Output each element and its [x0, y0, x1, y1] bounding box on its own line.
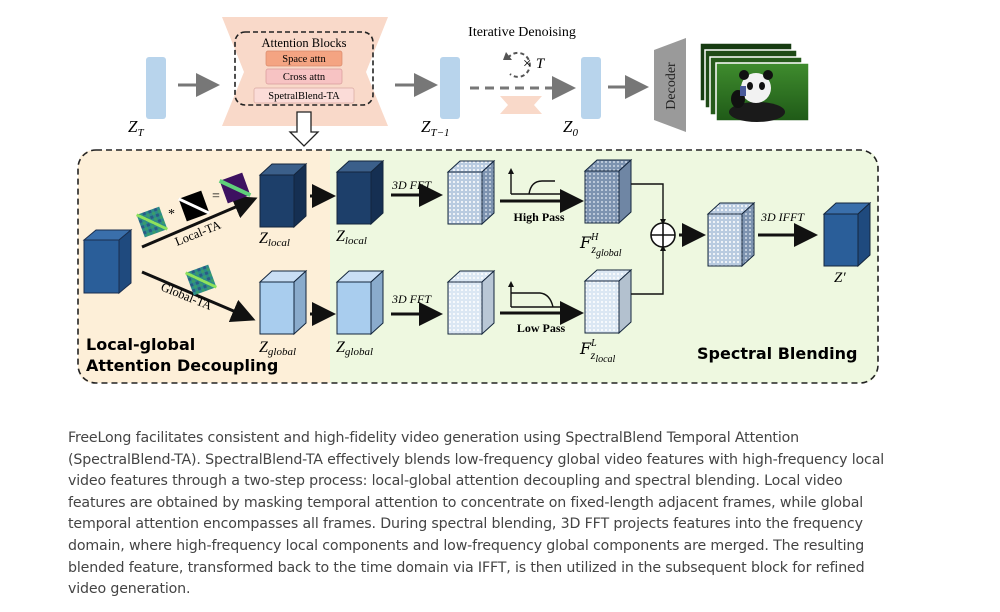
sum-operator-icon [650, 222, 676, 248]
z-local-cube-right [335, 159, 385, 226]
loop-arrowhead [503, 52, 512, 60]
left-panel-title-line1: Local-global [86, 335, 195, 354]
latent-zt-bar [146, 57, 166, 119]
z-local-cube [258, 162, 308, 229]
zt-label: ZT [128, 117, 144, 139]
mask-icon [177, 190, 211, 222]
local-ta-arrow [141, 196, 258, 249]
low-freq-cube [583, 268, 633, 335]
frequency-cube-bottom [446, 269, 496, 336]
z-global-label-right: Zglobal [336, 339, 373, 358]
spectralblend-ta-block [253, 87, 355, 104]
left-panel-title-line2: Attention Decoupling [86, 356, 278, 375]
cross-attn-label: Cross attn [283, 72, 326, 83]
global-attention-map-icon [184, 264, 218, 296]
latent-z0-bar [581, 57, 601, 119]
frequency-cube-top [446, 159, 496, 226]
decoder-label: Decoder [664, 62, 679, 110]
attention-map-icon [135, 206, 169, 238]
merge-line-bottom [631, 248, 664, 295]
small-unet-shape [500, 96, 542, 114]
z-global-label: Zglobal [259, 339, 296, 358]
output-video-frames [699, 42, 810, 122]
iterative-denoising-label: Iterative Denoising [468, 25, 576, 40]
attention-blocks-frame [234, 31, 374, 106]
attention-blocks-title: Attention Blocks [261, 36, 346, 50]
z-local-label: Zlocal [259, 230, 290, 249]
global-ta-arrow [141, 270, 256, 322]
multiply-op: * [168, 207, 175, 222]
z-global-cube-right [335, 269, 385, 336]
low-pass-label: Low Pass [517, 321, 566, 335]
cross-attn-block [265, 68, 343, 85]
decoupling-frame [77, 149, 879, 384]
z-local-label-right: Zlocal [336, 228, 367, 247]
loop-icon [507, 51, 531, 78]
zt1-label: ZT−1 [421, 117, 450, 139]
input-feature-cube [82, 228, 133, 295]
space-attn-block [265, 50, 343, 67]
expand-down-arrow [288, 111, 320, 147]
spectralblend-ta-label: SpetralBlend-TA [268, 91, 340, 102]
z-global-cube [258, 269, 308, 336]
fft-bottom-label: 3D FFT [391, 292, 432, 306]
latent-zt1-bar [440, 57, 460, 119]
equals-op: = [212, 189, 220, 204]
high-pass-label: High Pass [513, 210, 564, 224]
blended-cube [706, 201, 756, 268]
right-panel-title: Spectral Blending [697, 344, 857, 363]
freelong-diagram: ZT Attention Blocks Space attn Cross att… [77, 17, 879, 384]
z0-label: Z0 [563, 117, 578, 139]
times-t-label: × T [522, 56, 546, 72]
decoder-shape [654, 38, 686, 132]
high-pass-filter-icon [508, 168, 560, 195]
low-pass-filter-icon [508, 281, 565, 308]
z-prime-label: Z′ [834, 270, 846, 286]
space-attn-label: Space attn [282, 54, 326, 65]
z-prime-cube [822, 201, 872, 268]
ifft-label: 3D IFFT [760, 210, 805, 224]
high-freq-cube [583, 158, 633, 225]
figure-caption: FreeLong facilitates consistent and high… [68, 430, 885, 598]
merge-line-top [631, 183, 664, 222]
local-attention-map-icon [218, 172, 252, 204]
fft-top-label: 3D FFT [391, 178, 432, 192]
